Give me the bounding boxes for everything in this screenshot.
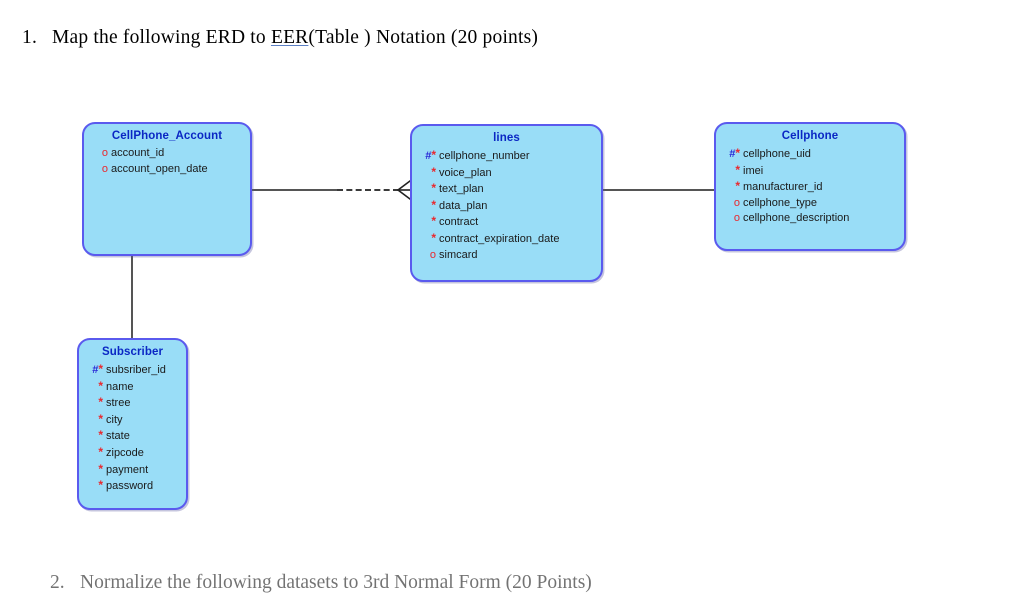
question-text-underlined: EER <box>270 27 309 48</box>
attribute-marker: * <box>98 478 103 493</box>
attribute-name: state <box>106 430 130 443</box>
attribute-name: contract <box>439 216 479 229</box>
attribute-marker: * <box>98 444 103 459</box>
attribute-row: * stree <box>86 395 186 412</box>
attribute-list: #* subsriber_id * name * stree * city * … <box>79 362 186 495</box>
attribute-row: * name <box>86 379 186 396</box>
attribute-row: * city <box>86 412 186 429</box>
attribute-marker: * <box>98 411 103 426</box>
next-question-partial: 2. Normalize the following datasets to 3r… <box>50 572 592 594</box>
attribute-list: #* cellphone_uid * imei * manufacturer_i… <box>716 146 904 227</box>
attribute-name: cellphone_uid <box>743 148 811 160</box>
attribute-name: imei <box>743 164 764 177</box>
question-number: 1. <box>22 27 38 48</box>
attribute-name: account_open_date <box>111 162 208 175</box>
attribute-row: * data_plan <box>419 198 601 215</box>
attribute-marker: o <box>101 162 108 175</box>
question-text-before: Map the following ERD to <box>52 27 271 48</box>
attribute-name: city <box>106 413 123 426</box>
attribute-marker: * <box>431 197 436 212</box>
attribute-row: * contract_expiration_date <box>419 231 601 248</box>
attribute-marker: * <box>431 181 436 196</box>
attribute-name: cellphone_type <box>743 196 818 209</box>
attribute-row: o account_open_date <box>91 162 250 178</box>
attribute-marker: * <box>431 214 436 229</box>
attribute-row: * zipcode <box>86 445 186 462</box>
attribute-row: * imei <box>723 163 904 180</box>
attribute-name: cellphone_number <box>439 150 530 162</box>
attribute-name: contract_expiration_date <box>439 232 560 245</box>
entity-subscriber[interactable]: Subscriber #* subsriber_id * name * stre… <box>77 338 188 510</box>
page-title: 1. Map the following ERD to EER(Table ) N… <box>22 27 538 49</box>
attribute-marker: * <box>431 164 436 179</box>
attribute-marker: o <box>101 147 108 159</box>
attribute-marker: * <box>735 179 740 194</box>
attribute-marker: #* <box>425 148 436 162</box>
attribute-marker: o <box>429 248 436 261</box>
attribute-list: #* cellphone_number * voice_plan * text_… <box>412 148 601 263</box>
attribute-marker: * <box>98 378 103 393</box>
attribute-name: subsriber_id <box>106 364 166 376</box>
question-text-after: (Table ) Notation (20 points) <box>308 27 539 48</box>
attribute-row: * manufacturer_id <box>723 179 904 196</box>
attribute-name: voice_plan <box>439 166 492 179</box>
attribute-row: #* cellphone_uid <box>723 146 904 163</box>
attribute-name: account_id <box>111 147 165 159</box>
attribute-name: text_plan <box>439 183 484 196</box>
attribute-row: o cellphone_type <box>723 196 904 212</box>
attribute-name: zipcode <box>106 446 144 459</box>
entity-title: Subscriber <box>101 346 164 358</box>
attribute-name: name <box>106 380 134 393</box>
attribute-marker: * <box>98 395 103 410</box>
attribute-row: * contract <box>419 214 601 231</box>
attribute-row: o account_id <box>91 146 250 162</box>
attribute-marker: o <box>733 212 740 225</box>
attribute-name: payment <box>106 463 149 476</box>
attribute-row: * state <box>86 428 186 445</box>
attribute-row: * voice_plan <box>419 165 601 182</box>
attribute-row: * text_plan <box>419 181 601 198</box>
entity-title: Cellphone <box>781 130 839 142</box>
attribute-row: * payment <box>86 462 186 479</box>
entity-lines[interactable]: lines #* cellphone_number * voice_plan *… <box>410 124 603 282</box>
connector-account-lines-solid <box>251 189 337 191</box>
attribute-row: o simcard <box>419 248 601 264</box>
attribute-name: manufacturer_id <box>743 181 823 194</box>
attribute-marker: #* <box>729 146 740 160</box>
next-question-text: Normalize the following datasets to 3rd … <box>80 572 592 593</box>
entity-cellphone[interactable]: Cellphone #* cellphone_uid * imei * manu… <box>714 122 906 251</box>
attribute-name: data_plan <box>439 199 488 212</box>
attribute-marker: * <box>98 428 103 443</box>
attribute-marker: * <box>735 162 740 177</box>
entity-title: CellPhone_Account <box>111 130 223 142</box>
entity-title: lines <box>493 132 520 144</box>
attribute-marker: * <box>98 461 103 476</box>
next-question-number: 2. <box>50 572 65 593</box>
attribute-name: simcard <box>439 248 478 261</box>
entity-cellphone-account[interactable]: CellPhone_Account o account_id o account… <box>82 122 252 256</box>
attribute-row: #* subsriber_id <box>86 362 186 379</box>
connector-account-lines-dashed <box>337 189 399 191</box>
connector-lines-cellphone <box>603 189 716 191</box>
attribute-list: o account_id o account_open_date <box>84 146 250 177</box>
attribute-marker: #* <box>92 362 103 376</box>
attribute-row: o cellphone_description <box>723 211 904 227</box>
attribute-marker: o <box>733 196 740 209</box>
attribute-name: cellphone_description <box>743 212 850 225</box>
attribute-marker: * <box>431 230 436 245</box>
attribute-name: stree <box>106 397 131 410</box>
connector-account-subscriber <box>131 256 133 339</box>
attribute-name: password <box>106 480 154 493</box>
attribute-row: #* cellphone_number <box>419 148 601 165</box>
attribute-row: * password <box>86 478 186 495</box>
